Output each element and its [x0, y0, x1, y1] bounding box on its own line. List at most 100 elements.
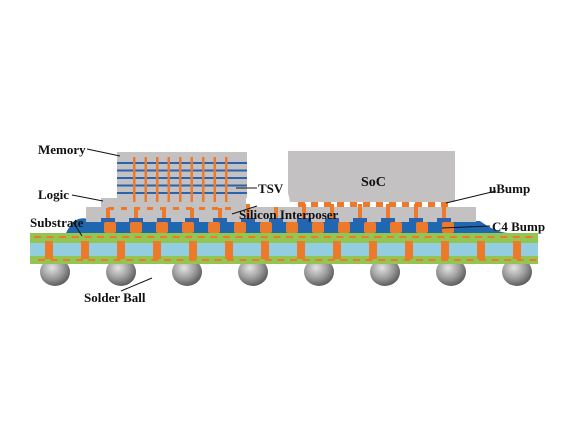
interposer-pillar [442, 204, 446, 222]
memory-layer [117, 177, 247, 179]
ubump [428, 202, 435, 207]
substrate-via [153, 241, 161, 259]
ubump [160, 207, 166, 210]
interposer-pad [241, 218, 255, 222]
tsv [202, 157, 205, 202]
substrate-trace [353, 259, 360, 261]
c4-bump [364, 222, 376, 233]
c4-bumps [104, 222, 454, 233]
c4-bump [286, 222, 298, 233]
substrate-trace [63, 259, 71, 261]
substrate-via [45, 241, 53, 259]
substrate-trace [504, 259, 512, 261]
substrate-core [30, 243, 538, 256]
c4-bump [234, 222, 246, 233]
interposer-pillar [274, 204, 278, 222]
memory-layer [117, 192, 247, 194]
substrate-trace [109, 236, 117, 238]
label-logic: Logic [38, 187, 69, 202]
substrate-trace [386, 236, 394, 238]
ubump [212, 207, 218, 210]
substrate-trace [38, 259, 45, 261]
substrate-trace [525, 236, 533, 238]
substrate-trace [302, 259, 310, 261]
substrate-trace [462, 236, 470, 238]
interposer-pillar [162, 204, 166, 222]
substrate-trace [138, 259, 146, 261]
substrate-via [441, 241, 449, 259]
interposer-pillar [414, 204, 418, 222]
solder-balls [40, 258, 532, 286]
solder-ball [40, 258, 70, 286]
interposer-pillar [330, 204, 334, 222]
soc-die [288, 151, 455, 202]
memory-layers [117, 162, 247, 194]
substrate-trace [378, 259, 386, 261]
interposer-pad [269, 218, 283, 222]
ubump [173, 207, 179, 210]
label-ubump: uBump [489, 181, 530, 196]
label-memory: Memory [38, 142, 86, 157]
c4-bump [390, 222, 402, 233]
ubump [298, 202, 305, 207]
substrate-trace [260, 236, 268, 238]
substrate-trace [361, 236, 369, 238]
substrate-trace [189, 259, 197, 261]
substrate-trace [227, 259, 234, 261]
substrate-trace [122, 236, 130, 238]
substrate-trace [315, 259, 323, 261]
substrate-trace [59, 236, 67, 238]
interposer-pillar [218, 204, 222, 222]
interposer-pillar [134, 204, 138, 222]
substrate-trace [336, 236, 344, 238]
interposer-pad [185, 218, 199, 222]
label-silicon-interposer: Silicon Interposer [239, 207, 339, 222]
leader-lines [71, 148, 497, 292]
substrate-top-layer [30, 233, 538, 243]
interposer-pad [353, 218, 367, 222]
interposer-pad [409, 218, 423, 222]
substrate-via [81, 241, 89, 259]
substrate-trace [424, 236, 432, 238]
substrate-trace [185, 236, 193, 238]
substrate-trace [46, 236, 54, 238]
substrate-trace [134, 236, 142, 238]
substrate-trace [71, 236, 79, 238]
interposer-pad [101, 218, 115, 222]
solder-ball [304, 258, 334, 286]
substrate-trace [277, 259, 285, 261]
substrate-trace [286, 236, 293, 238]
substrate-trace [252, 259, 260, 261]
interposer-pillar [190, 204, 194, 222]
leader-interposer [231, 205, 258, 215]
substrate-trace [416, 259, 423, 261]
tsv [133, 157, 136, 202]
substrate-trace [210, 236, 218, 238]
substrate-trace [491, 259, 499, 261]
tsv [213, 157, 216, 202]
ubump [324, 202, 331, 207]
c4-bump [260, 222, 272, 233]
substrate-trace [197, 236, 205, 238]
ubump [376, 202, 383, 207]
interposer-pillar [246, 204, 250, 222]
substrate-trace [214, 259, 222, 261]
c4-bump [104, 222, 116, 233]
substrate-trace [34, 236, 41, 238]
leader-memory [86, 148, 121, 157]
leader-logic [71, 194, 104, 202]
tsv [144, 157, 147, 202]
substrate-trace [529, 259, 537, 261]
substrate-trace [75, 259, 83, 261]
tsv [167, 157, 170, 202]
substrate-trace [97, 236, 104, 238]
substrate-trace [441, 259, 449, 261]
c4-bump [182, 222, 194, 233]
leader-c4 [441, 225, 491, 229]
interposer-pillar [106, 204, 110, 222]
ubump [121, 207, 127, 210]
c4-bump [312, 222, 324, 233]
interposer-pillars [101, 204, 451, 222]
substrate-trace [126, 259, 134, 261]
